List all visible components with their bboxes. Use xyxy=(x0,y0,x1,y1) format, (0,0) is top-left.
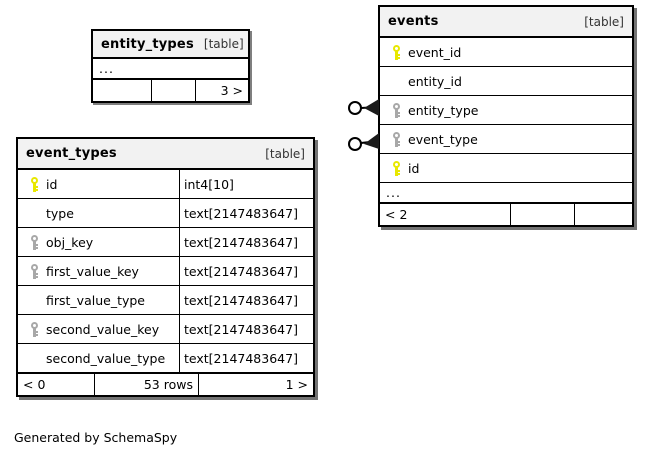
column-type: text[2147483647] xyxy=(179,199,313,227)
column-name: event_type xyxy=(408,131,478,147)
foreign-key-icon xyxy=(386,102,406,118)
entity-types-footer-prev[interactable] xyxy=(93,80,151,101)
table-entity-types-title: entity_types xyxy=(101,36,194,52)
column-name: obj_key xyxy=(46,234,94,250)
column-type: text[2147483647] xyxy=(179,315,313,343)
column-name-cell: type xyxy=(18,199,179,227)
table-event-types-header: event_types [table] xyxy=(18,139,313,170)
table-row: second_value_key text[2147483647] xyxy=(18,315,313,344)
column-name: first_value_type xyxy=(46,292,145,308)
foreign-key-icon xyxy=(386,131,406,147)
column-type: text[2147483647] xyxy=(179,344,313,372)
column-type: text[2147483647] xyxy=(179,228,313,256)
event-types-footer-next[interactable]: 1 > xyxy=(198,374,313,395)
events-footer-prev[interactable]: < 2 xyxy=(385,207,408,222)
table-event-types-footer: < 0 53 rows 1 > xyxy=(18,373,313,395)
foreign-key-icon xyxy=(24,263,44,279)
column-name: event_id xyxy=(408,44,462,60)
primary-key-icon xyxy=(386,44,406,60)
table-entity-types[interactable]: entity_types [table] ... 3 > xyxy=(91,29,250,103)
table-row: first_value_type text[2147483647] xyxy=(18,286,313,315)
column-name: type xyxy=(46,205,74,221)
table-row: id xyxy=(380,154,632,183)
column-name-cell: id xyxy=(380,154,632,182)
column-name-cell: entity_id xyxy=(380,67,632,95)
column-type: text[2147483647] xyxy=(179,257,313,285)
foreign-key-icon xyxy=(24,321,44,337)
column-type: int4[10] xyxy=(179,170,313,198)
crowsfoot-zero-icon xyxy=(348,99,380,116)
column-name: id xyxy=(408,160,420,176)
table-event-types[interactable]: event_types [table] id int4[10] type tex… xyxy=(16,137,315,397)
table-row: type text[2147483647] xyxy=(18,199,313,228)
table-events-footer: < 2 xyxy=(380,203,632,225)
entity-types-footer-next[interactable]: 3 > xyxy=(195,80,248,101)
primary-key-icon xyxy=(24,176,44,192)
column-type: text[2147483647] xyxy=(179,286,313,314)
table-entity-types-ellipsis-row: ... xyxy=(93,59,248,79)
events-footer-next[interactable] xyxy=(574,204,632,225)
event-types-footer-rows: 53 rows xyxy=(94,374,198,395)
column-name-cell: obj_key xyxy=(18,228,179,256)
table-event-types-tag: [table] xyxy=(265,146,305,161)
relationship-connector-entity-type[interactable] xyxy=(348,96,384,122)
column-name: first_value_key xyxy=(46,263,139,279)
table-row: first_value_key text[2147483647] xyxy=(18,257,313,286)
column-name-cell: id xyxy=(18,170,179,198)
table-row: entity_id xyxy=(380,67,632,96)
foreign-key-icon xyxy=(24,234,44,250)
column-name: entity_id xyxy=(408,73,462,89)
table-entity-types-tag: [table] xyxy=(203,37,244,51)
column-name-cell: first_value_key xyxy=(18,257,179,285)
events-footer-rows xyxy=(510,204,574,225)
table-row: entity_type xyxy=(380,96,632,125)
event-types-footer-prev[interactable]: < 0 xyxy=(23,377,46,392)
column-name-cell: second_value_key xyxy=(18,315,179,343)
crowsfoot-zero-icon xyxy=(348,133,380,151)
column-name: id xyxy=(46,176,58,192)
table-events[interactable]: events [table] event_id entity_id entity… xyxy=(378,5,634,227)
column-name: second_value_type xyxy=(46,350,166,366)
entity-types-footer-rows xyxy=(151,80,195,101)
table-row: id int4[10] xyxy=(18,170,313,199)
column-name: entity_type xyxy=(408,102,479,118)
column-name-cell: entity_type xyxy=(380,96,632,124)
relationship-connector-event-type[interactable] xyxy=(348,127,384,153)
table-event-types-title: event_types xyxy=(26,146,117,161)
column-name-cell: first_value_type xyxy=(18,286,179,314)
table-events-tag: [table] xyxy=(584,14,624,29)
table-row: obj_key text[2147483647] xyxy=(18,228,313,257)
table-row: event_type xyxy=(380,125,632,154)
table-entity-types-footer: 3 > xyxy=(93,79,248,101)
table-entity-types-header: entity_types [table] xyxy=(93,31,248,59)
column-name-cell: second_value_type xyxy=(18,344,179,372)
column-name-cell: event_id xyxy=(380,38,632,66)
table-row: event_id xyxy=(380,38,632,67)
column-name-cell: event_type xyxy=(380,125,632,153)
table-row: second_value_type text[2147483647] xyxy=(18,344,313,373)
primary-key-icon xyxy=(386,160,406,176)
table-events-title: events xyxy=(388,14,439,29)
diagram-caption: Generated by SchemaSpy xyxy=(14,430,178,445)
table-events-ellipsis-row: ... xyxy=(380,183,632,203)
column-name: second_value_key xyxy=(46,321,160,337)
table-events-header: events [table] xyxy=(380,7,632,38)
